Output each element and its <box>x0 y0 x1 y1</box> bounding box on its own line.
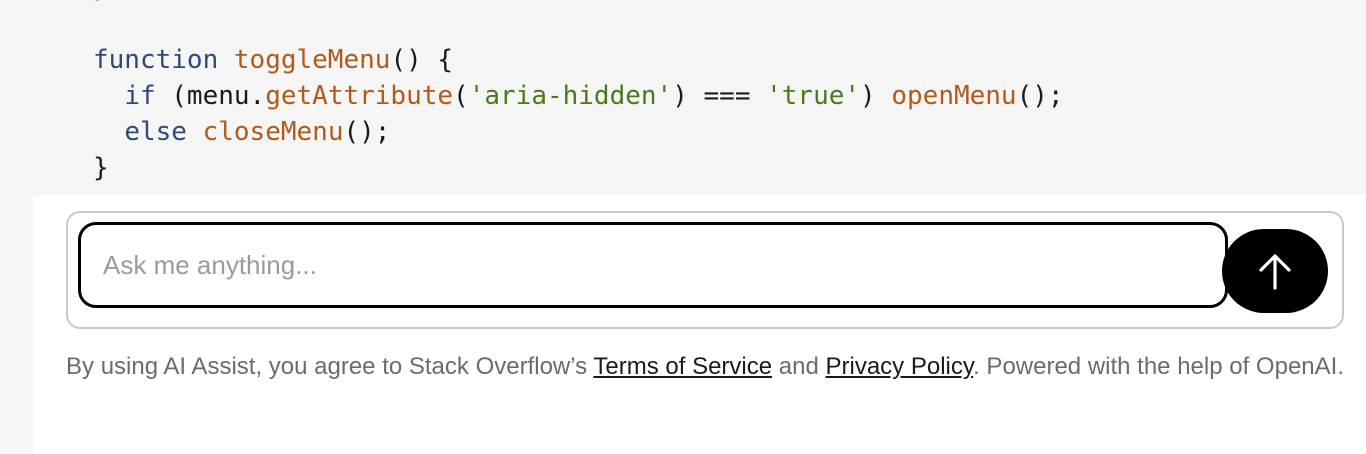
code-token <box>187 117 203 147</box>
disclaimer: By using AI Assist, you agree to Stack O… <box>66 348 1344 385</box>
disclaimer-middle: and <box>772 353 826 380</box>
code-token <box>218 45 234 75</box>
prompt-input[interactable] <box>78 222 1228 308</box>
code-line: function toggleMenu() { <box>93 45 453 75</box>
disclaimer-suffix: . Powered with the help of OpenAI. <box>973 353 1344 380</box>
code-token: } <box>93 153 109 183</box>
terms-of-service-link[interactable]: Terms of Service <box>593 353 773 380</box>
code-line: if (menu.getAttribute('aria-hidden') ===… <box>93 81 1064 111</box>
code-block: } function toggleMenu() { if (menu.getAt… <box>33 0 1366 195</box>
code-token: getAttribute <box>265 81 454 111</box>
send-button[interactable] <box>1222 229 1328 313</box>
disclaimer-prefix: By using AI Assist, you agree to Stack O… <box>66 353 594 380</box>
code-line: } <box>93 0 109 3</box>
code-token: else <box>124 117 187 147</box>
arrow-up-icon <box>1258 252 1292 290</box>
left-rail <box>0 0 33 454</box>
code-token: if <box>124 81 156 111</box>
code-content: } function toggleMenu() { if (menu.getAt… <box>93 0 1064 186</box>
code-token: 'aria-hidden' <box>468 81 673 111</box>
code-token: toggleMenu <box>233 45 391 75</box>
code-token: (); <box>1016 81 1064 111</box>
code-token: closeMenu <box>202 117 344 147</box>
code-token: ) === <box>672 81 767 111</box>
code-token: (menu. <box>155 81 266 111</box>
code-line: else closeMenu(); <box>93 117 390 147</box>
code-token: ) <box>860 81 892 111</box>
code-token: (); <box>343 117 391 147</box>
code-line: } <box>93 153 109 183</box>
code-token <box>93 117 124 147</box>
code-token: () { <box>390 45 454 75</box>
privacy-policy-link[interactable]: Privacy Policy <box>825 353 974 380</box>
code-lines: } function toggleMenu() { if (menu.getAt… <box>93 0 1064 183</box>
code-token: openMenu <box>891 81 1017 111</box>
code-token: function <box>93 45 219 75</box>
code-token: 'true' <box>766 81 861 111</box>
chat-input-area <box>66 211 1344 329</box>
code-token: } <box>93 0 109 3</box>
code-token: ( <box>453 81 469 111</box>
code-token <box>93 81 124 111</box>
